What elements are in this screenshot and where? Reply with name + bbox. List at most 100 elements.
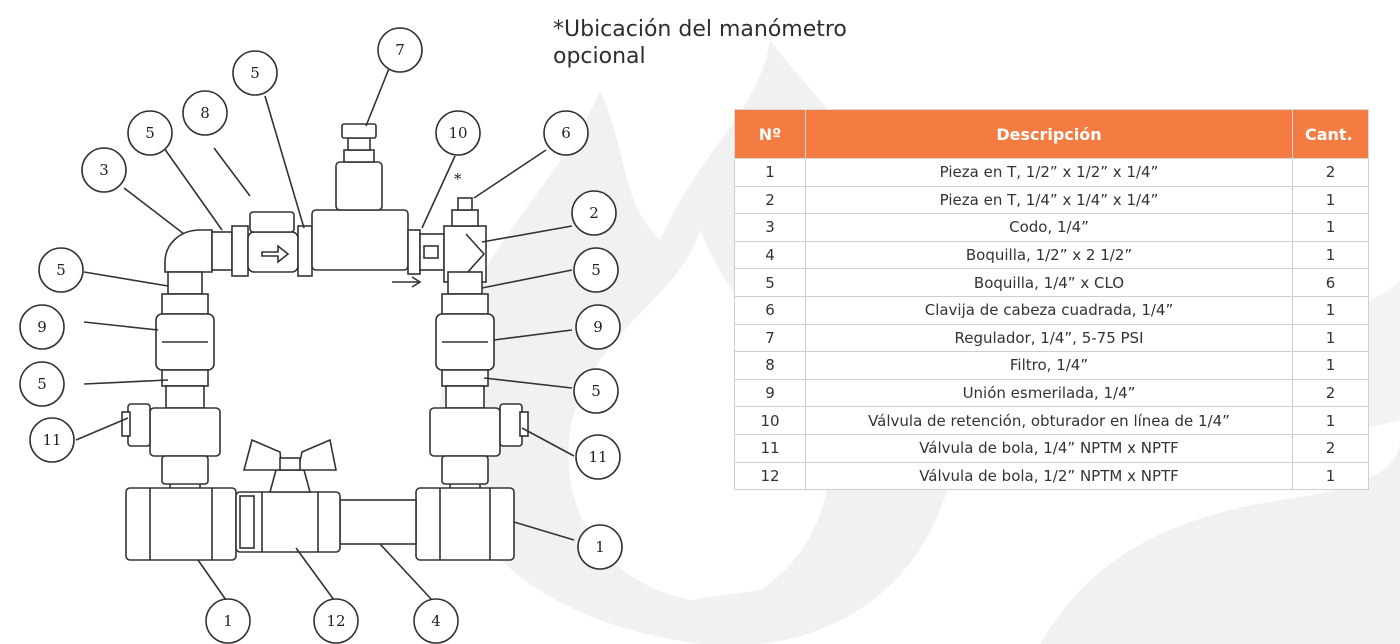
cell-number: 3 [734, 213, 806, 242]
callout-number: 5 [145, 124, 155, 142]
callout-number: 3 [99, 161, 109, 179]
regulator-part [311, 209, 409, 271]
callout-circle [577, 524, 623, 570]
callout-number: 5 [37, 375, 47, 393]
callout-circle [413, 598, 459, 644]
cell-quantity: 2 [1292, 433, 1369, 463]
callout-number: 7 [395, 41, 405, 59]
cell-description: Codo, 1/4” [805, 213, 1293, 242]
cell-number: 10 [734, 406, 806, 435]
cell-quantity: 1 [1292, 213, 1369, 242]
callout-number: 4 [431, 612, 441, 630]
callout-number: 10 [448, 124, 467, 142]
callout-circle [543, 110, 589, 156]
cell-quantity: 2 [1292, 158, 1369, 187]
optional-marker: * [454, 170, 462, 188]
callout-circle [127, 110, 173, 156]
header-number: Nº [734, 109, 806, 159]
cell-number: 7 [734, 323, 806, 353]
callout-circle [571, 190, 617, 236]
callout-circle [313, 598, 359, 644]
cell-quantity: 1 [1292, 185, 1369, 215]
header-quantity: Cant. [1292, 109, 1369, 159]
cell-quantity: 1 [1292, 406, 1369, 435]
cell-number: 11 [734, 433, 806, 463]
cell-description: Válvula de retención, obturador en línea… [805, 406, 1293, 435]
optional-gauge-note: *Ubicación del manómetro opcional [553, 17, 847, 69]
callout-circle [19, 361, 65, 407]
callout-number: 5 [591, 261, 601, 279]
cell-quantity: 2 [1292, 378, 1369, 408]
cell-quantity: 1 [1292, 351, 1369, 380]
cell-quantity: 1 [1292, 240, 1369, 270]
callout-circle [435, 110, 481, 156]
cell-description: Unión esmerilada, 1/4” [805, 378, 1293, 408]
callout-circle [81, 147, 127, 193]
cell-number: 9 [734, 378, 806, 408]
callout-circle [232, 50, 278, 96]
cell-description: Filtro, 1/4” [805, 351, 1293, 380]
cell-description: Regulador, 1/4”, 5-75 PSI [805, 323, 1293, 353]
cell-quantity: 1 [1292, 295, 1369, 325]
cell-number: 1 [734, 158, 806, 187]
cell-description: Pieza en T, 1/2” x 1/2” x 1/4” [805, 158, 1293, 187]
callout-circle [19, 304, 65, 350]
tee-bottom-left [125, 487, 237, 561]
cell-number: 12 [734, 461, 806, 491]
callout-number: 1 [595, 538, 605, 556]
callout-number: 6 [561, 124, 571, 142]
callout-circle [573, 368, 619, 414]
callout-number: 5 [56, 261, 66, 279]
cell-quantity: 1 [1292, 323, 1369, 353]
ball-valve-left [149, 407, 221, 457]
cell-number: 4 [734, 240, 806, 270]
callout-circle [575, 304, 621, 350]
callout-number: 11 [42, 431, 61, 449]
tee-bottom-right [415, 487, 515, 561]
header-description: Descripción [805, 109, 1293, 159]
cell-quantity: 1 [1292, 461, 1369, 491]
callout-circle [182, 90, 228, 136]
cell-description: Boquilla, 1/2” x 2 1/2” [805, 240, 1293, 270]
callout-number: 1 [223, 612, 233, 630]
callout-circle [377, 27, 423, 73]
cell-number: 6 [734, 295, 806, 325]
cell-quantity: 6 [1292, 268, 1369, 297]
callout-number: 5 [591, 382, 601, 400]
nipple-bottom [339, 499, 417, 545]
callout-number: 9 [593, 318, 603, 336]
callout-number: 11 [588, 448, 607, 466]
leader-lines [75, 65, 575, 601]
cell-description: Clavija de cabeza cuadrada, 1/4” [805, 295, 1293, 325]
elbow-part [164, 229, 213, 273]
callout-circle [575, 434, 621, 480]
assembly-drawing [121, 123, 529, 561]
callout-circle [38, 247, 84, 293]
callout-number: 2 [589, 204, 599, 222]
cell-description: Válvula de bola, 1/2” NPTM x NPTF [805, 461, 1293, 491]
cell-number: 8 [734, 351, 806, 380]
table-header-row: Nº Descripción Cant. [734, 109, 1369, 159]
callout-number: 9 [37, 318, 47, 336]
ball-valve-right [429, 407, 501, 457]
cell-description: Válvula de bola, 1/4” NPTM x NPTF [805, 433, 1293, 463]
callout-circle [29, 417, 75, 463]
callout-number: 8 [200, 104, 210, 122]
cell-number: 5 [734, 268, 806, 297]
cell-description: Boquilla, 1/4” x CLO [805, 268, 1293, 297]
